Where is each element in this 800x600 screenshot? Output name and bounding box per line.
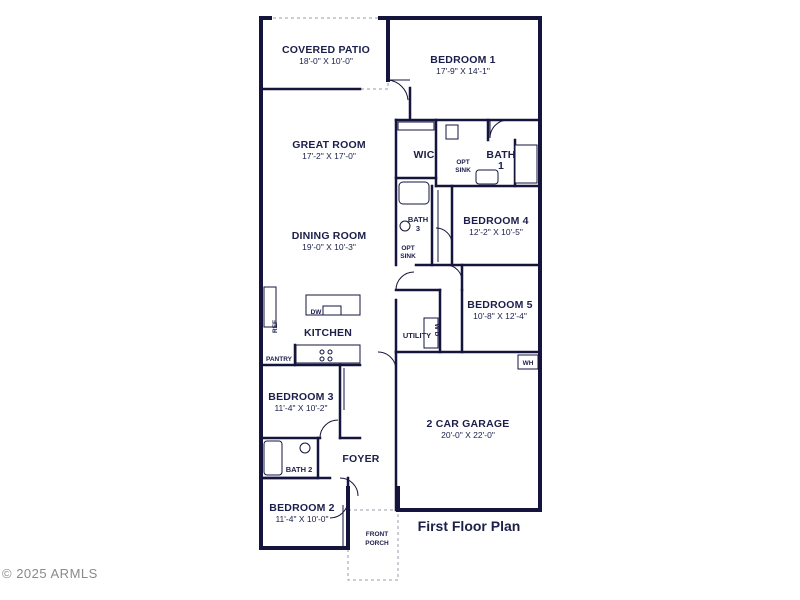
- garage-dimensions: 20'-0" X 22'-0": [441, 430, 495, 440]
- front-porch-label: FRONT: [366, 531, 388, 538]
- bedroom3-label: BEDROOM 3: [268, 391, 333, 403]
- closet-shelf-icon: [397, 121, 435, 131]
- interior-walls: [259, 86, 542, 550]
- kitchen-label: KITCHEN: [304, 327, 352, 339]
- bedroom2-dimensions: 11'-4" X 10'-0": [275, 514, 328, 524]
- dining-room-label: DINING ROOM: [292, 230, 367, 242]
- dining-room-dimensions: 19'-0" X 10'-3": [302, 242, 356, 252]
- bath1-number: 1: [498, 160, 504, 172]
- bedroom2-label: BEDROOM 2: [269, 502, 334, 514]
- bedroom1-dimensions: 17'-9" X 14'-1": [436, 66, 490, 76]
- foyer-label: FOYER: [342, 453, 379, 465]
- bedroom5-dimensions: 10'-8" X 12'-4": [473, 311, 527, 321]
- water-heater-icon: [517, 354, 539, 370]
- opt-sink-3-label: OPT: [401, 245, 414, 252]
- plan-title: First Floor Plan: [418, 518, 521, 534]
- great-room-label: GREAT ROOM: [292, 139, 366, 151]
- shower-icon: [514, 144, 538, 184]
- toilet-icon: [445, 124, 459, 140]
- bedroom4-dimensions: 12'-2" X 10'-5": [469, 227, 523, 237]
- bathtub-icon: [263, 440, 283, 476]
- bedroom4-label: BEDROOM 4: [463, 215, 528, 227]
- pantry-label: PANTRY: [266, 356, 293, 363]
- ref-label: REF: [272, 320, 279, 333]
- sink-icon: [475, 169, 499, 185]
- wic-label: WIC: [413, 149, 434, 161]
- sink-icon: [322, 305, 342, 316]
- bedroom1-label: BEDROOM 1: [430, 54, 495, 66]
- toilet-icon: [299, 442, 311, 454]
- room-labels: COVERED PATIO 18'-0" X 10'-0" BEDROOM 1 …: [266, 44, 534, 547]
- covered-patio-label: COVERED PATIO: [282, 44, 370, 56]
- bath1-label: BATH: [486, 149, 515, 161]
- opt-sink-1-label: OPT: [456, 159, 469, 166]
- washer-dryer-icon: [423, 317, 439, 349]
- bedroom3-dimensions: 11'-4" X 10'-2": [274, 403, 327, 413]
- opt-sink-1-label-2: SINK: [455, 167, 471, 174]
- bedroom5-label: BEDROOM 5: [467, 299, 532, 311]
- great-room-dimensions: 17'-2" X 17'-0": [302, 151, 356, 161]
- utility-label: UTILITY: [403, 331, 431, 340]
- counter-icon: [295, 344, 361, 364]
- bath3-label: BATH: [408, 215, 428, 224]
- bathtub-icon: [398, 181, 430, 205]
- front-porch-label-2: PORCH: [365, 540, 389, 547]
- wh-label: WH: [523, 360, 534, 367]
- garage-label: 2 CAR GARAGE: [427, 418, 510, 430]
- bath2-label: BATH 2: [286, 465, 313, 474]
- fridge-icon: [263, 286, 277, 328]
- toilet-icon: [399, 220, 411, 232]
- wd-label: W D: [433, 324, 440, 337]
- fixtures: [263, 121, 539, 546]
- bath3-number: 3: [416, 224, 420, 233]
- dw-label: DW: [311, 309, 323, 316]
- covered-patio-dimensions: 18'-0" X 10'-0": [299, 56, 353, 66]
- copyright-watermark: © 2025 ARMLS: [2, 566, 98, 581]
- opt-sink-3-label-2: SINK: [400, 253, 416, 260]
